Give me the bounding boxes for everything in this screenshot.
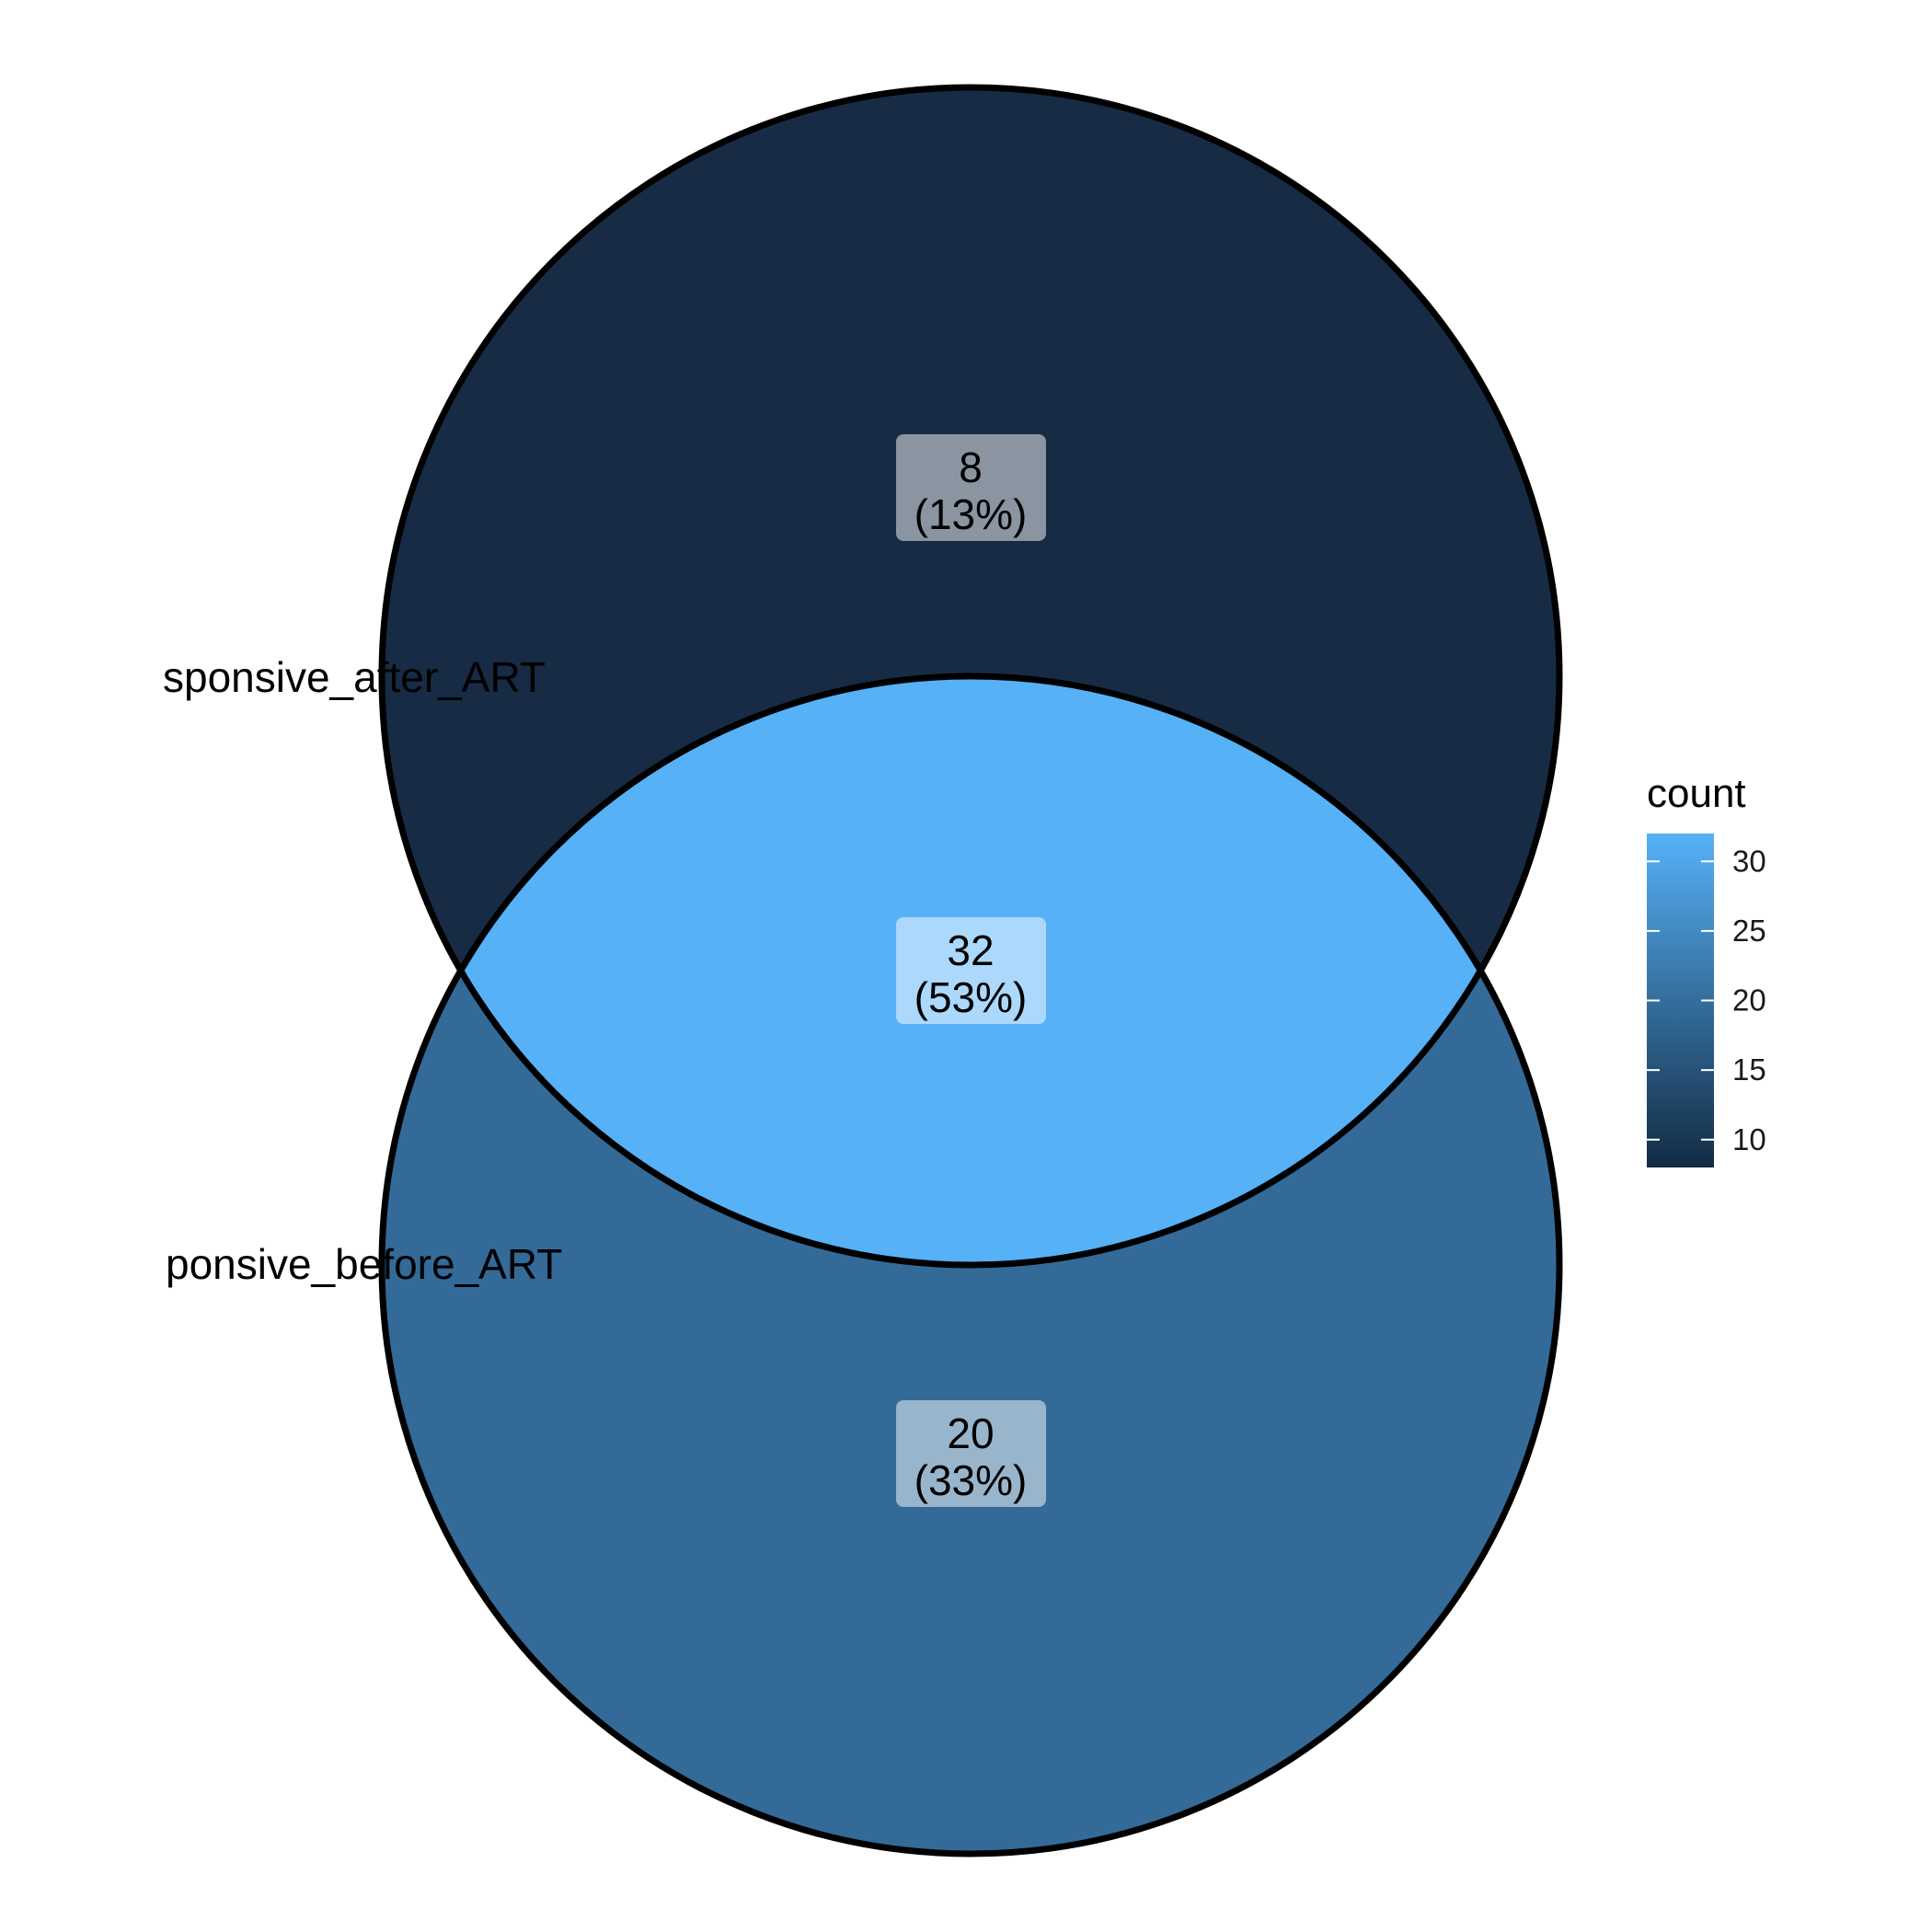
set-before-outline [378,673,1563,1857]
set-label-before: ponsive_before_ART [166,1240,562,1288]
region-percent-intersection: (53%) [914,973,1028,1021]
legend-tick-label: 10 [1732,1122,1766,1156]
region-label-before-only: 20 (33%) [896,1400,1046,1507]
region-percent-before-only: (33%) [914,1456,1028,1504]
region-label-after-only: 8 (13%) [896,434,1046,541]
legend-tick-label: 25 [1732,914,1766,948]
panel-left-mask [0,0,164,1932]
region-count-after-only: 8 [959,443,983,491]
region-label-intersection: 32 (53%) [896,917,1046,1024]
region-percent-after-only: (13%) [914,490,1028,538]
set-label-after: sponsive_after_ART [163,653,546,701]
legend-tick-label: 20 [1732,983,1766,1018]
region-intersection [382,676,1559,1265]
region-count-intersection: 32 [947,926,994,974]
set-after-outline [378,84,1563,1269]
region-count-before-only: 20 [947,1409,994,1457]
legend-tick-label: 30 [1732,844,1766,878]
legend-title: count [1647,771,1746,816]
legend-ticks: 10 15 20 25 30 [1647,844,1766,1156]
legend: count 10 15 20 25 30 [1647,771,1766,1167]
legend-tick-label: 15 [1732,1052,1766,1087]
